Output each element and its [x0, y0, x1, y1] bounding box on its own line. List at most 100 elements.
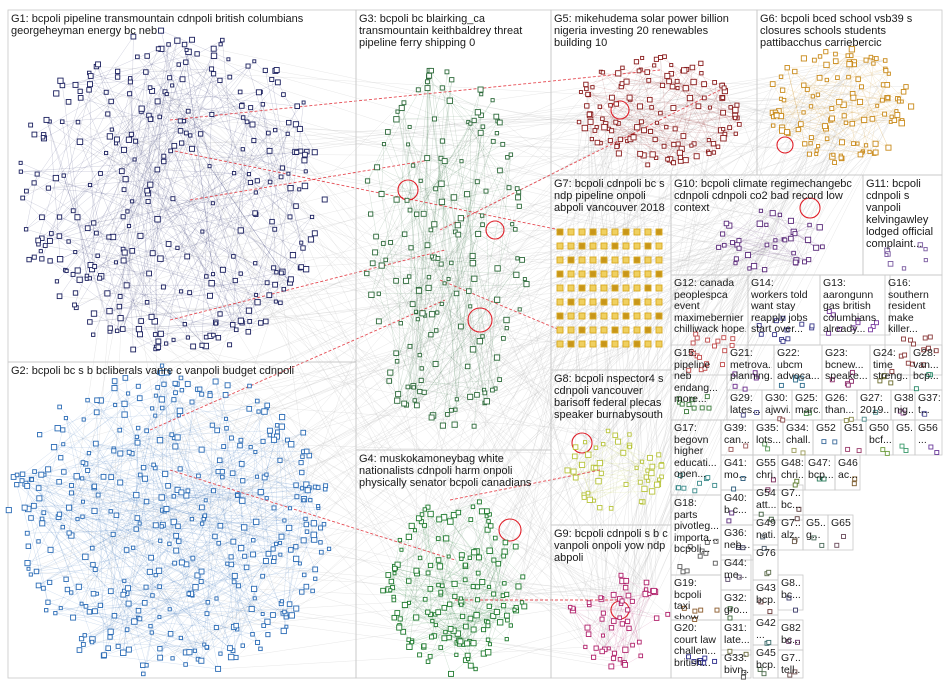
- inter-group-edge: [647, 71, 797, 261]
- node-g7: [567, 284, 575, 292]
- node-g1: [266, 130, 271, 136]
- node-g1: [292, 121, 300, 128]
- node-g7: [611, 298, 619, 306]
- node-g1: [189, 36, 195, 43]
- intra-group-edge: [138, 192, 256, 330]
- node-g2: [69, 590, 74, 595]
- intra-group-edge: [381, 120, 475, 266]
- node-g6: [884, 82, 891, 88]
- node-g3: [490, 98, 495, 103]
- node-g2: [298, 460, 304, 466]
- node-g1: [23, 227, 29, 232]
- node-g1: [77, 88, 83, 94]
- intra-group-edge: [396, 256, 433, 362]
- node-g2: [63, 416, 68, 421]
- node-g2: [178, 489, 185, 496]
- inter-group-edge: [601, 248, 740, 599]
- node-g2: [247, 383, 252, 389]
- intra-group-edge: [588, 94, 634, 138]
- intra-group-edge: [455, 263, 473, 410]
- intra-group-edge: [46, 119, 268, 283]
- node-g5: [594, 139, 601, 146]
- intra-group-edge: [86, 275, 233, 325]
- node-g22: [793, 377, 799, 383]
- intra-group-edge: [93, 93, 130, 224]
- group-box-g51: [840, 419, 867, 456]
- node-g5: [666, 78, 672, 85]
- node-g2: [79, 601, 84, 606]
- intra-group-edge: [222, 133, 288, 270]
- intra-group-edge: [775, 240, 805, 263]
- intra-group-edge: [732, 213, 773, 243]
- node-g3: [454, 222, 461, 229]
- node-g2: [35, 485, 42, 491]
- node-g4: [425, 659, 431, 664]
- node-g54: [758, 511, 764, 517]
- node-g9: [647, 591, 652, 596]
- node-g12: [704, 361, 709, 367]
- node-g6: [804, 86, 810, 92]
- intra-group-edge: [729, 225, 823, 247]
- intra-group-edge: [409, 206, 520, 211]
- node-g5: [677, 154, 683, 160]
- node-g4: [492, 535, 498, 541]
- node-g1: [253, 261, 258, 266]
- intra-group-edge: [441, 303, 487, 402]
- group-box-g11: [862, 174, 943, 276]
- node-g3: [364, 178, 371, 184]
- intra-group-edge: [776, 56, 821, 116]
- intra-group-edge: [394, 568, 474, 587]
- node-g4: [406, 637, 412, 643]
- node-g4: [406, 578, 412, 584]
- node-g3: [380, 241, 386, 246]
- node-g1: [31, 254, 37, 260]
- node-g6: [781, 97, 787, 103]
- node-g6: [823, 61, 830, 69]
- node-g2: [73, 473, 80, 480]
- intra-group-edge: [202, 523, 300, 564]
- intra-group-edge: [141, 201, 149, 322]
- node-g6: [856, 98, 864, 105]
- node-g35: [762, 441, 768, 447]
- node-g1: [237, 89, 243, 95]
- node-g3: [368, 291, 375, 298]
- node-g7: [578, 340, 586, 348]
- node-g1: [254, 292, 259, 297]
- intra-group-edge: [42, 500, 206, 524]
- inter-group-edge: [75, 251, 281, 544]
- intra-group-edge: [389, 277, 430, 382]
- inter-group-edge: [314, 233, 622, 576]
- node-g3: [508, 152, 514, 157]
- inter-group-edge: [662, 85, 858, 144]
- node-g4: [473, 612, 480, 619]
- intra-group-edge: [431, 70, 474, 350]
- intra-group-edge: [17, 474, 234, 651]
- intra-group-edge: [26, 229, 257, 296]
- intra-group-edge: [147, 66, 249, 191]
- inter-group-edge: [490, 525, 633, 602]
- intra-group-edge: [600, 71, 619, 154]
- node-g17: [712, 482, 718, 488]
- intra-group-edge: [449, 100, 481, 133]
- group-box-g47: [804, 454, 836, 491]
- intra-group-edge: [104, 654, 219, 670]
- intra-group-edge: [191, 401, 252, 610]
- inter-group-edge: [242, 104, 796, 263]
- node-g45: [761, 671, 767, 677]
- node-g3: [441, 158, 448, 165]
- intra-group-edge: [59, 85, 173, 218]
- node-g1: [161, 153, 167, 159]
- intra-group-edge: [493, 551, 505, 595]
- node-g13: [855, 320, 861, 326]
- intra-group-edge: [375, 252, 483, 337]
- node-g2: [30, 502, 37, 509]
- intra-group-edge: [650, 106, 699, 132]
- intra-group-edge: [580, 91, 674, 163]
- intra-group-edge: [81, 602, 208, 639]
- node-g5: [601, 123, 608, 131]
- node-g55: [765, 487, 771, 493]
- node-g5: [681, 67, 688, 74]
- intra-group-edge: [24, 383, 176, 508]
- intra-group-edge: [31, 479, 193, 596]
- node-g1: [254, 178, 260, 184]
